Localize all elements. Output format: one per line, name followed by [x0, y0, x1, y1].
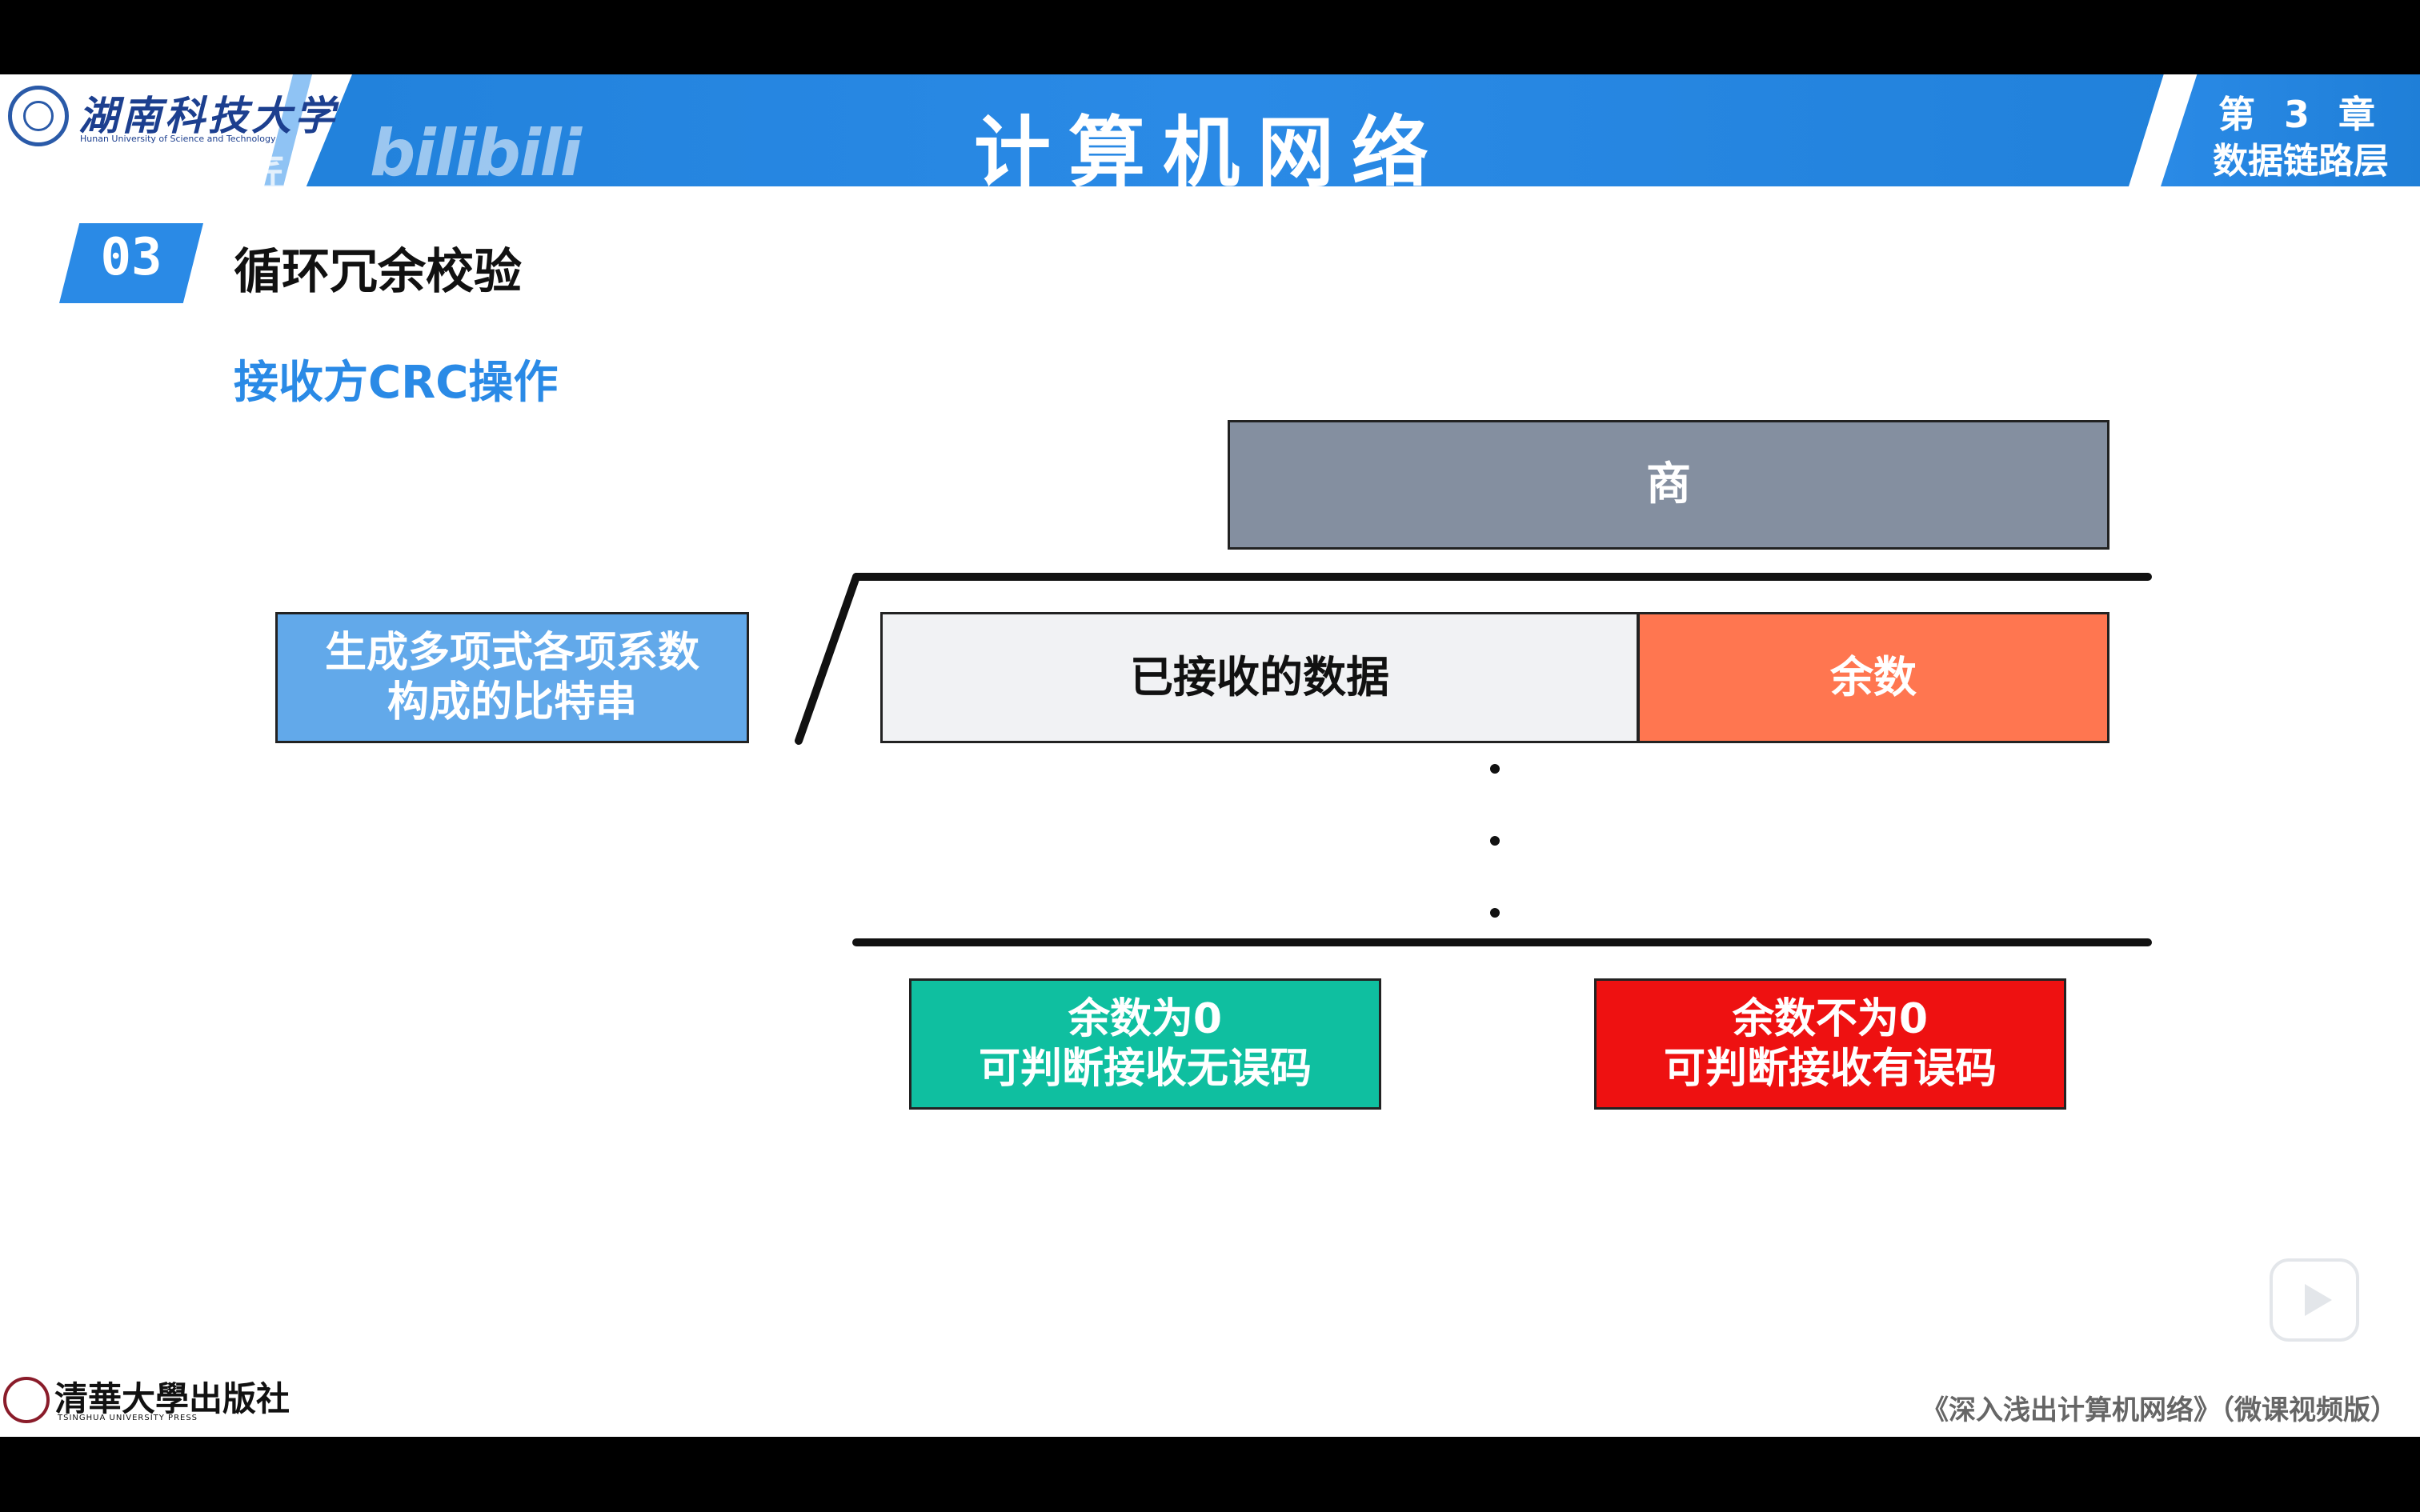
- header-band: [0, 74, 2420, 186]
- generator-label-line2: 构成的比特串: [387, 678, 637, 726]
- quotient-label: 商: [1646, 458, 1691, 511]
- section-title: 循环冗余校验: [234, 244, 522, 300]
- watermark-text: 湖科大教书匠: [56, 152, 286, 195]
- no-error-result-box: 余数为0 可判断接收无误码: [909, 978, 1381, 1110]
- university-seal-icon: [8, 86, 69, 146]
- section-number: 03: [100, 228, 162, 287]
- no-error-line2: 可判断接收无误码: [978, 1045, 1312, 1093]
- slide-subtitle: 接收方CRC操作: [234, 357, 559, 409]
- received-data-box: 已接收的数据: [880, 612, 1639, 743]
- publisher-name-en: TSINGHUA UNIVERSITY PRESS: [58, 1414, 198, 1422]
- ellipsis-dot-3: [1490, 908, 1500, 918]
- ellipsis-dot-1: [1490, 764, 1500, 774]
- watermark-brand: bilibili: [370, 116, 582, 190]
- remainder-box: 余数: [1637, 612, 2109, 743]
- chapter-box: [2161, 74, 2420, 186]
- publisher-name: 清華大學出版社: [54, 1379, 290, 1418]
- book-title: 《深入浅出计算机网络》（微课视频版）: [1921, 1394, 2398, 1426]
- received-data-label: 已接收的数据: [1130, 651, 1389, 702]
- chapter-number: 第 3 章: [2218, 93, 2384, 136]
- university-name: 湖南科技大学: [78, 92, 338, 139]
- publisher-seal-icon: [3, 1377, 50, 1423]
- generator-label-line1: 生成多项式各项系数: [324, 628, 699, 677]
- slide: 湖南科技大学 Hunan University of Science and T…: [0, 74, 2420, 1437]
- error-line2: 可判断接收有误码: [1663, 1045, 1997, 1093]
- ellipsis-dot-2: [1490, 836, 1500, 846]
- quotient-box: 商: [1228, 420, 2109, 550]
- remainder-label: 余数: [1830, 651, 1917, 702]
- division-bracket-slant: [795, 573, 860, 745]
- course-title: 计算机网络: [974, 108, 1446, 198]
- error-line1: 余数不为0: [1732, 994, 1929, 1043]
- chapter-name: 数据链路层: [2213, 141, 2389, 182]
- university-name-en: Hunan University of Science and Technolo…: [80, 134, 276, 144]
- no-error-line1: 余数为0: [1068, 994, 1223, 1043]
- generator-polynomial-box: 生成多项式各项系数 构成的比特串: [275, 612, 749, 743]
- section-badge: [59, 223, 203, 303]
- error-result-box: 余数不为0 可判断接收有误码: [1594, 978, 2066, 1110]
- play-icon[interactable]: [2270, 1258, 2359, 1342]
- division-diagram-lines: [795, 573, 2152, 946]
